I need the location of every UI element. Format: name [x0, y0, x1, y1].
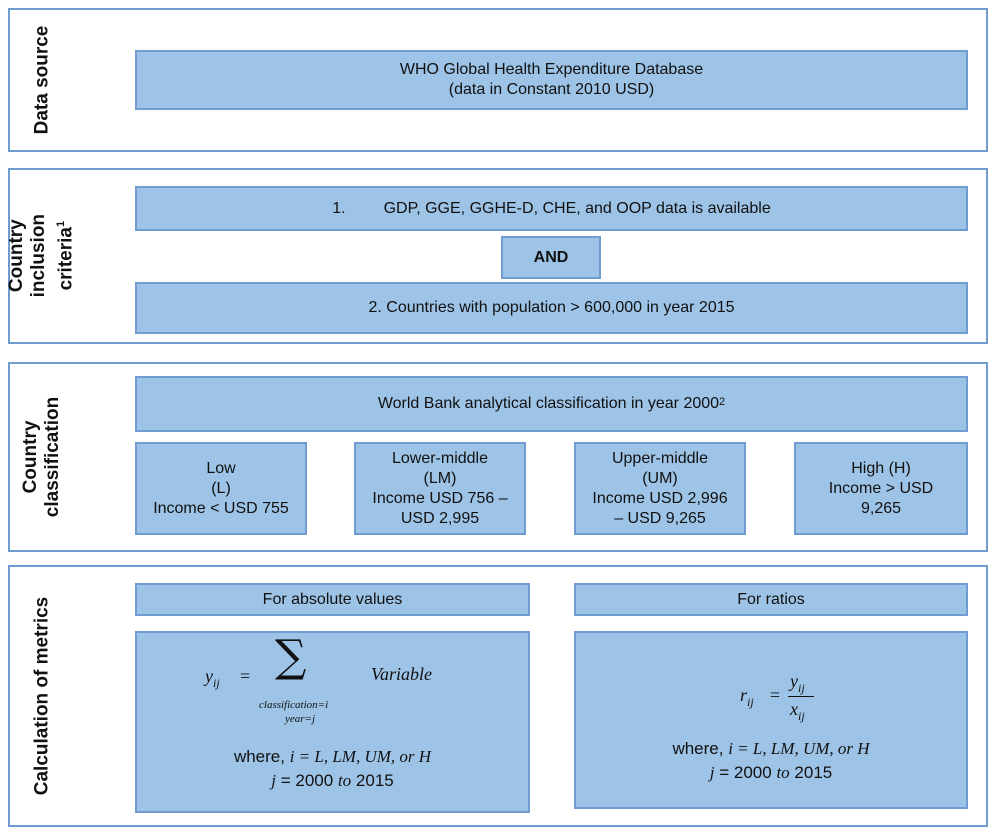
absolute-where-j-eq: = 2000: [280, 771, 334, 790]
ratio-where-word: where,: [672, 739, 724, 758]
ratio-den-var: x: [790, 699, 798, 719]
category-high-line2: Income > USD: [828, 479, 934, 497]
ratio-where-line2: j = 2000 to 2015: [576, 763, 966, 783]
category-um-line3: Income USD 2,996: [592, 489, 728, 507]
ratio-num-var: y: [790, 671, 798, 691]
sum-condition-1: classification=i: [259, 699, 329, 711]
absolute-values-header: For absolute values: [135, 583, 530, 616]
metrics-label: Calculation of metrics: [31, 596, 52, 796]
footnote-1: 1: [55, 221, 68, 228]
absolute-where-j-end: 2015: [355, 771, 394, 790]
data-source-panel: Data source WHO Global Health Expenditur…: [8, 8, 988, 152]
formula-equals: =: [240, 666, 251, 686]
category-lm-line3: Income USD 756 –: [372, 489, 508, 507]
category-high-line3: 9,265: [860, 499, 902, 517]
ratio-r-sub: ij: [747, 695, 754, 709]
absolute-where-i: i = L, LM, UM, or H: [289, 747, 432, 766]
ratio-formula: rij = yij xij: [740, 667, 840, 727]
metrics-label-wrap: Calculation of metrics: [10, 567, 74, 825]
category-lm-line2: (LM): [423, 469, 457, 487]
ratio-where-j-end: 2015: [794, 763, 833, 782]
category-um-line4: – USD 9,265: [614, 509, 706, 527]
data-source-line2: (data in Constant 2010 USD): [448, 81, 655, 98]
criterion-1-box: 1. GDP, GGE, GGHE-D, CHE, and OOP data i…: [135, 186, 968, 231]
classification-label-line2: classification: [42, 396, 64, 518]
data-source-label-wrap: Data source: [10, 10, 74, 150]
category-lower-middle-box: Lower-middle (LM) Income USD 756 – USD 2…: [354, 442, 526, 535]
absolute-values-header-text: For absolute values: [262, 590, 403, 608]
category-lm-line1: Lower-middle: [391, 449, 489, 467]
inclusion-label-line3-text: criteria: [55, 227, 77, 291]
data-source-label: Data source: [31, 25, 52, 135]
criterion-1-number: 1.: [332, 199, 346, 217]
ratio-num-sub: ij: [798, 681, 805, 695]
absolute-formula-box: yij = ∑ classification=i year=j Variable…: [135, 631, 530, 813]
classification-header-text: World Bank analytical classification in …: [377, 395, 720, 412]
inclusion-label-line3: criteria1: [50, 214, 77, 297]
category-high-box: High (H) Income > USD 9,265: [794, 442, 968, 535]
category-high-line1: High (H): [851, 459, 911, 477]
absolute-where-j-to: to: [337, 771, 352, 790]
ratio-where-j-eq: = 2000: [719, 763, 772, 782]
fraction-bar: [788, 696, 814, 697]
formula-variable: Variable: [371, 664, 432, 684]
classification-panel: Country classification World Bank analyt…: [8, 362, 988, 552]
and-connector-text: AND: [533, 248, 569, 266]
category-low-line2: (L): [211, 479, 231, 497]
formula-y: yij: [205, 666, 220, 690]
sum-condition-2: year=j: [285, 713, 316, 725]
absolute-where-word: where,: [233, 747, 285, 766]
ratio-where-j-var: j: [709, 763, 715, 782]
and-connector-box: AND: [501, 236, 601, 279]
data-source-box: WHO Global Health Expenditure Database (…: [135, 50, 968, 110]
category-upper-middle-box: Upper-middle (UM) Income USD 2,996 – USD…: [574, 442, 746, 535]
classification-label: Country classification: [20, 397, 64, 517]
inclusion-label-line2: inclusion: [28, 214, 50, 298]
sigma-symbol: ∑: [275, 631, 307, 682]
criterion-1-text: GDP, GGE, GGHE-D, CHE, and OOP data is a…: [383, 199, 771, 217]
absolute-where-line2: j = 2000 to 2015: [137, 771, 528, 791]
classification-label-wrap: Country classification: [10, 364, 74, 550]
category-um-line2: (UM): [642, 469, 678, 487]
category-low-line1: Low: [206, 459, 236, 477]
ratio-denominator: xij: [790, 699, 805, 723]
inclusion-label-wrap: Country inclusion criteria1: [6, 170, 76, 342]
footnote-2: 2: [719, 396, 726, 408]
ratio-equals: =: [770, 685, 781, 705]
ratios-header-text: For ratios: [737, 590, 805, 608]
ratio-den-sub: ij: [798, 709, 805, 723]
metrics-panel: Calculation of metrics For absolute valu…: [8, 565, 988, 827]
absolute-where-j-var: j: [271, 771, 276, 790]
ratio-r: rij: [740, 685, 754, 709]
ratio-r-var: r: [740, 685, 748, 705]
category-low-line3: Income < USD 755: [153, 499, 289, 517]
category-low-box: Low (L) Income < USD 755: [135, 442, 307, 535]
absolute-where-line1: where, i = L, LM, UM, or H: [137, 747, 528, 767]
criterion-2-box: 2. Countries with population > 600,000 i…: [135, 282, 968, 334]
inclusion-label-line1: Country: [6, 219, 28, 293]
criterion-2-text: 2. Countries with population > 600,000 i…: [368, 299, 735, 316]
category-um-line1: Upper-middle: [611, 449, 709, 467]
formula-y-var: y: [205, 666, 213, 686]
data-source-line1: WHO Global Health Expenditure Database: [399, 61, 704, 78]
ratio-where-line1: where, i = L, LM, UM, or H: [576, 739, 966, 759]
classification-header-box: World Bank analytical classification in …: [135, 376, 968, 432]
ratios-header: For ratios: [574, 583, 968, 616]
ratio-formula-box: rij = yij xij where, i = L, LM, UM, or H…: [574, 631, 968, 809]
ratio-where-j-to: to: [776, 763, 790, 782]
category-lm-line4: USD 2,995: [400, 509, 480, 527]
formula-y-sub: ij: [213, 676, 220, 690]
ratio-numerator: yij: [790, 671, 805, 695]
absolute-formula: yij = ∑ classification=i year=j Variable: [205, 631, 465, 739]
inclusion-panel: Country inclusion criteria1 1. GDP, GGE,…: [6, 168, 988, 344]
classification-label-line1: Country: [20, 420, 42, 494]
inclusion-label: Country inclusion criteria1: [6, 214, 77, 297]
ratio-where-i: i = L, LM, UM, or H: [728, 739, 870, 758]
